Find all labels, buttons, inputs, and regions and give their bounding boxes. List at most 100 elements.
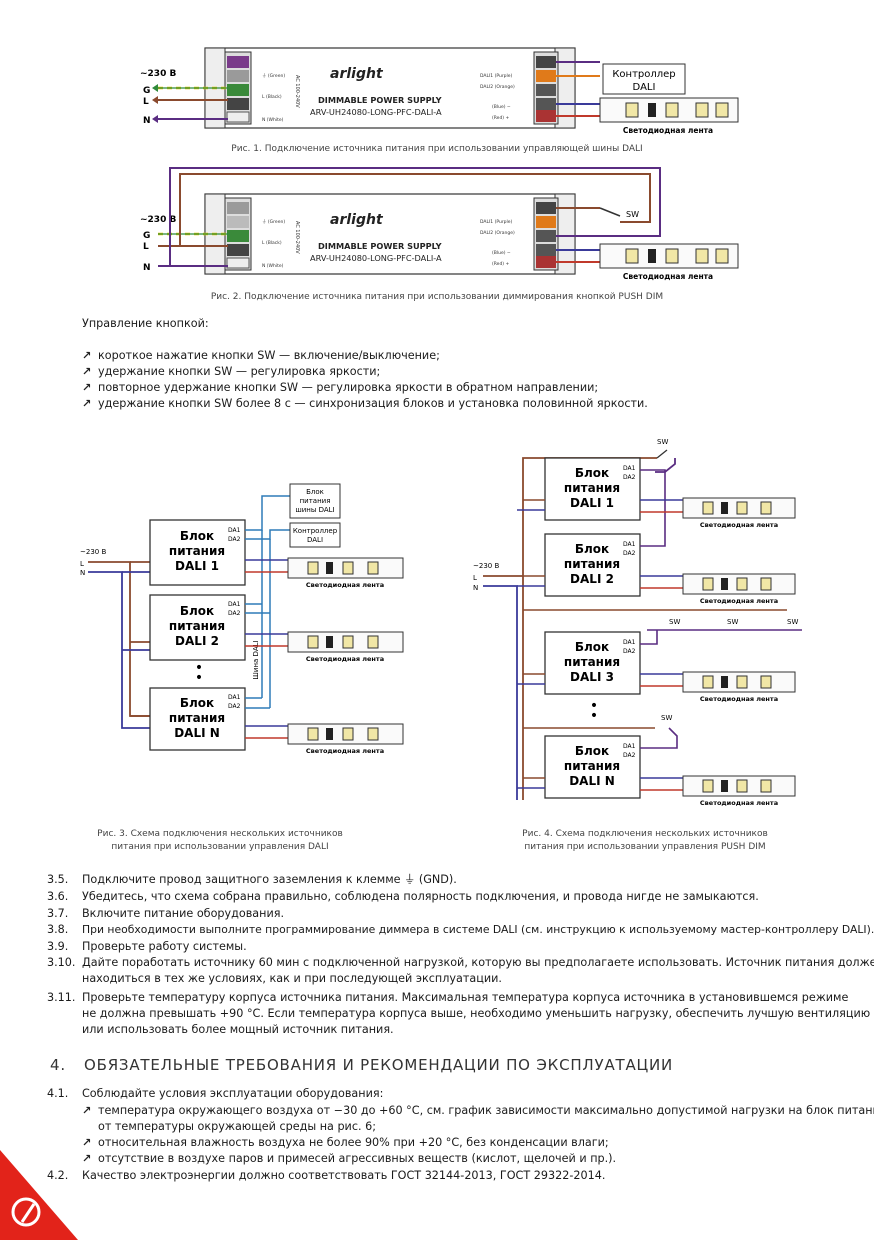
button-control-heading: Управление кнопкой: xyxy=(82,317,209,330)
fig3-caption: Рис. 3. Схема подключения нескольких ист… xyxy=(97,829,343,852)
svg-text:DA1: DA1 xyxy=(623,743,636,750)
button-control-item: ↗повторное удержание кнопки SW — регулир… xyxy=(82,381,599,394)
fig4-caption: Рис. 4. Схема подключения нескольких ист… xyxy=(522,829,768,852)
step-number: 3.5. xyxy=(47,873,69,886)
button-control-item: ↗удержание кнопки SW более 8 с — синхрон… xyxy=(82,397,648,410)
step-text: Включите питание оборудования. xyxy=(82,907,285,920)
step-text: Проверьте температуру корпуса источника … xyxy=(82,991,849,1004)
fig4-block-3: Блок питания DALI 3 DA1 DA2 xyxy=(544,631,641,695)
svg-text:Блок: Блок xyxy=(575,466,609,480)
clause-text: Качество электроэнергии должно соответст… xyxy=(82,1169,606,1182)
figure-3-diagram: ~230 В L N Блок питания DALI 1 DA1 DA2 Б… xyxy=(80,483,404,755)
svg-text:питания: питания xyxy=(564,655,620,669)
fig2-term-l: L (Black) xyxy=(262,240,282,246)
svg-text:•: • xyxy=(590,708,598,724)
step-number: 3.7. xyxy=(47,907,69,920)
clause-text: Соблюдайте условия эксплуатации оборудов… xyxy=(82,1087,384,1100)
fig1-g-label: G xyxy=(143,86,150,96)
step-number: 3.10. xyxy=(47,956,76,969)
fig1-strip-label: Светодиодная лента xyxy=(623,126,713,135)
fig4-block-2: Блок питания DALI 2 DA1 DA2 xyxy=(544,533,641,597)
fig3-led-strip-2 xyxy=(287,631,404,653)
fig4-block-1: Блок питания DALI 1 DA1 DA2 xyxy=(544,457,641,521)
fig4-sw-5: SW xyxy=(661,714,672,722)
svg-text:•: • xyxy=(195,660,203,676)
fig2-term-dali1: DALI1 (Purple) xyxy=(480,219,513,225)
fig3-mains-label: ~230 В xyxy=(80,548,106,556)
step-text: или использовать более мощный источник п… xyxy=(82,1023,394,1036)
fig1-device-model: ARV-UH24080-LONG-PFC-DALI-A xyxy=(310,107,442,117)
fig2-strip-label: Светодиодная лента xyxy=(623,272,713,281)
fig2-input-voltage: AC 100-240V xyxy=(294,221,300,254)
step-text: Подключите провод защитного заземления к… xyxy=(82,873,457,886)
svg-text:DA1: DA1 xyxy=(228,527,241,534)
svg-text:DALI 2: DALI 2 xyxy=(175,634,219,648)
button-control-item: ↗удержание кнопки SW — регулировка яркос… xyxy=(82,365,381,378)
svg-text:Блок: Блок xyxy=(575,542,609,556)
svg-text:DA1: DA1 xyxy=(228,694,241,701)
svg-text:DALI 2: DALI 2 xyxy=(570,572,614,586)
step-text: находиться в тех же условиях, как и при … xyxy=(82,972,502,985)
fig4-led-strip-n xyxy=(682,775,796,797)
svg-text:Блок: Блок xyxy=(180,604,214,618)
svg-text:питания: питания xyxy=(169,619,225,633)
fig4-sw-1: SW xyxy=(657,438,668,446)
svg-text:Блок: Блок xyxy=(575,744,609,758)
svg-text:DA2: DA2 xyxy=(623,648,636,655)
svg-text:питания: питания xyxy=(169,544,225,558)
fig3-block-1: Блок питания DALI 1 DA1 DA2 xyxy=(149,519,246,586)
fig2-caption: Рис. 2. Подключение источника питания пр… xyxy=(210,292,664,302)
fig1-term-g: ⏚ (Green) xyxy=(262,72,285,79)
svg-text:питания: питания xyxy=(169,711,225,725)
fig1-l-label: L xyxy=(143,97,149,107)
fig1-term-red: (Red) + xyxy=(492,115,509,121)
requirement-item: ↗отсутствие в воздухе паров и примесей а… xyxy=(82,1152,617,1165)
fig3-block-2: Блок питания DALI 2 DA1 DA2 xyxy=(149,594,246,661)
fig1-term-n: N (White) xyxy=(262,117,284,123)
svg-text:Контроллер: Контроллер xyxy=(293,527,338,535)
fig2-brand: arlight xyxy=(330,212,384,228)
arrow-bullet-icon: ↗ xyxy=(82,365,92,378)
requirement-item: ↗относительная влажность воздуха не боле… xyxy=(82,1136,609,1149)
svg-text:питания: питания xyxy=(564,481,620,495)
fig1-led-strip xyxy=(599,97,739,123)
svg-text:DA2: DA2 xyxy=(623,550,636,557)
figure-1-diagram: ⏚ (Green) L (Black) N (White) AC 100-240… xyxy=(140,47,739,135)
fig1-controller-line1: Контроллер xyxy=(612,69,675,80)
requirement-item: ↗температура окружающего воздуха от −30 … xyxy=(82,1104,874,1117)
svg-text:DA1: DA1 xyxy=(623,541,636,548)
fig4-block-n: Блок питания DALI N DA1 DA2 xyxy=(544,735,641,799)
svg-text:Блок: Блок xyxy=(575,640,609,654)
svg-text:DALI N: DALI N xyxy=(174,726,220,740)
svg-text:•: • xyxy=(195,670,203,686)
step-text: Дайте поработать источнику 60 мин с подк… xyxy=(82,956,874,969)
svg-text:шины DALI: шины DALI xyxy=(295,506,334,514)
step-text: Проверьте работу системы. xyxy=(82,940,247,953)
fig2-term-g: ⏚ (Green) xyxy=(262,218,285,225)
corner-logo-icon xyxy=(0,1150,78,1240)
step-number: 3.6. xyxy=(47,890,69,903)
fig3-block-n: Блок питания DALI N DA1 DA2 xyxy=(149,687,246,751)
svg-text:Светодиодная лента: Светодиодная лента xyxy=(306,747,384,755)
fig1-controller-line2: DALI xyxy=(633,82,656,93)
svg-text:Блок: Блок xyxy=(180,529,214,543)
fig1-term-dali1: DALI1 (Purple) xyxy=(480,73,513,79)
fig1-n-label: N xyxy=(143,116,151,126)
fig1-input-voltage: AC 100-240V xyxy=(294,75,300,108)
fig2-device-title: DIMMABLE POWER SUPPLY xyxy=(318,241,443,251)
arrow-bullet-icon: ↗ xyxy=(82,1152,92,1165)
fig3-led-strip-n xyxy=(287,723,404,745)
fig2-g-label: G xyxy=(143,231,150,241)
fig2-term-dali2: DALI2 (Orange) xyxy=(480,230,515,236)
fig3-led-strip-1 xyxy=(287,557,404,579)
fig4-mains-label: ~230 В xyxy=(473,562,499,570)
step-text: Убедитесь, что схема собрана правильно, … xyxy=(82,890,759,903)
fig3-dali-bus-supply xyxy=(289,483,341,519)
fig1-caption: Рис. 1. Подключение источника питания пр… xyxy=(231,144,643,154)
figure-4-diagram: ~230 В L N SW Блок питания DALI 1 DA1 DA… xyxy=(473,438,802,807)
svg-text:DA2: DA2 xyxy=(623,752,636,759)
arrow-bullet-icon: ↗ xyxy=(82,1136,92,1149)
section-number: 4. xyxy=(50,1056,66,1074)
svg-text:DA2: DA2 xyxy=(228,703,241,710)
svg-text:DA2: DA2 xyxy=(623,474,636,481)
